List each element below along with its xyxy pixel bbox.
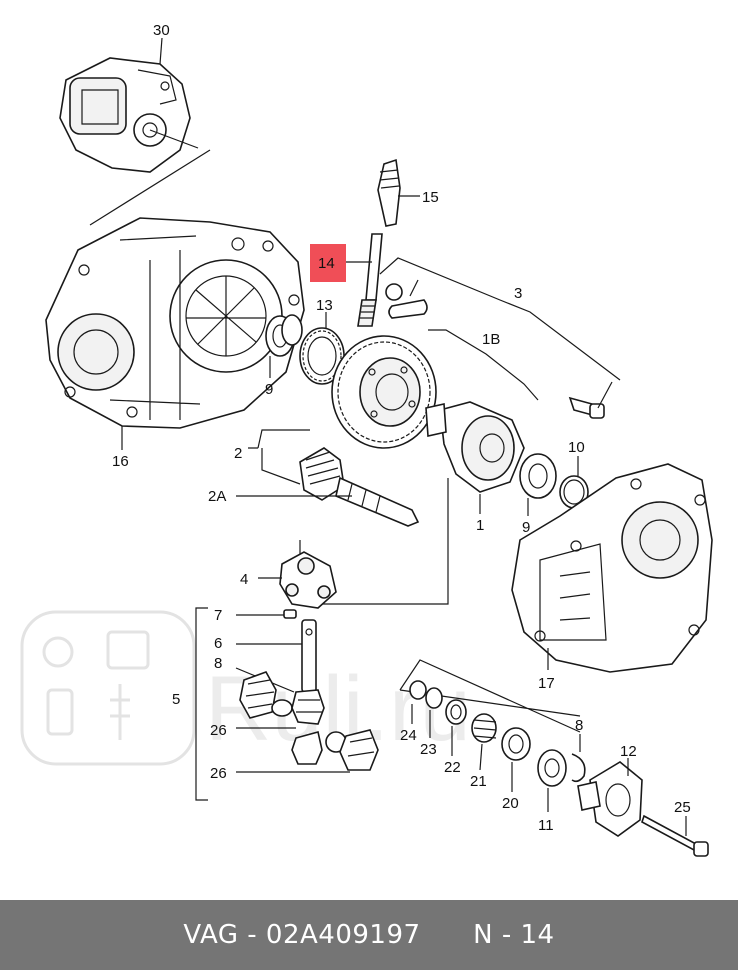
callout-26-lower: 26 (210, 765, 227, 782)
part-number-footer: VAG - 02A409197 N - 14 (0, 900, 738, 970)
callout-26-upper: 26 (210, 722, 227, 739)
callout-4: 4 (240, 571, 248, 588)
callout-16: 16 (112, 453, 129, 470)
callout-9-upper: 9 (265, 381, 273, 398)
part-9-bearing-lower (519, 453, 557, 499)
part-13-gear-ring (299, 327, 345, 385)
part-23-ring (425, 687, 443, 709)
footer-separator: - (238, 920, 266, 950)
callout-5: 5 (172, 691, 180, 708)
callout-1b: 1B (482, 331, 500, 348)
part-2-output-shaft (299, 447, 420, 527)
callout-15: 15 (422, 189, 439, 206)
part-17-gearbox-cover (511, 463, 713, 673)
callout-24: 24 (400, 727, 417, 744)
part-6-shaft (301, 619, 317, 693)
part-15-input-shaft (377, 158, 401, 227)
footer-ref: N - 14 (473, 920, 555, 950)
part-1-differential-housing (425, 401, 525, 493)
callout-10: 10 (568, 439, 585, 456)
callout-7: 7 (214, 607, 222, 624)
callout-22: 22 (444, 759, 461, 776)
part-8-planet-gear-center (291, 689, 325, 725)
part-3-fastener-set (385, 283, 605, 419)
callout-25: 25 (674, 799, 691, 816)
part-14-drive-shaft (357, 233, 383, 327)
callout-23: 23 (420, 741, 437, 758)
part-25-bolt (641, 814, 709, 857)
callout-14: 14 (318, 255, 335, 272)
part-20-sleeve (501, 727, 531, 761)
callout-8-left: 8 (214, 655, 222, 672)
part-22-spacer (445, 699, 467, 725)
part-8-circlip-right (571, 753, 586, 783)
part-1b-crown-wheel (331, 335, 437, 449)
part-4-differential-cage (279, 551, 337, 609)
callout-8-right: 8 (575, 717, 583, 734)
callout-30: 30 (153, 22, 170, 39)
part-12-flange (577, 761, 643, 837)
callout-6: 6 (214, 635, 222, 652)
exploded-parts-diagram: Ruli.ru (20, 22, 713, 857)
callout-1: 1 (476, 517, 484, 534)
callout-2: 2 (234, 445, 242, 462)
part-16-gearbox-housing (45, 217, 305, 429)
callout-17: 17 (538, 675, 555, 692)
footer-brand: VAG (183, 920, 239, 950)
callout-2a: 2A (208, 488, 226, 505)
part-8-planet-gear-left (239, 671, 293, 719)
part-11-bearing (537, 749, 567, 787)
part-9-bearing-upper (265, 314, 303, 357)
callout-21: 21 (470, 773, 487, 790)
highlight-box-14 (310, 244, 346, 282)
callout-11: 11 (538, 817, 554, 834)
part-7-pin (283, 609, 297, 619)
part-24-seal (409, 680, 427, 700)
footer-gap (421, 920, 474, 950)
footer-part-number: 02A409197 (265, 920, 421, 950)
part-30-selector-housing (59, 57, 199, 173)
part-26-side-gear (291, 729, 379, 771)
callout-9-lower: 9 (522, 519, 530, 536)
callout-20: 20 (502, 795, 519, 812)
callout-13: 13 (316, 297, 333, 314)
callout-3: 3 (514, 285, 522, 302)
part-21-spring (471, 713, 497, 743)
callout-12: 12 (620, 743, 637, 760)
